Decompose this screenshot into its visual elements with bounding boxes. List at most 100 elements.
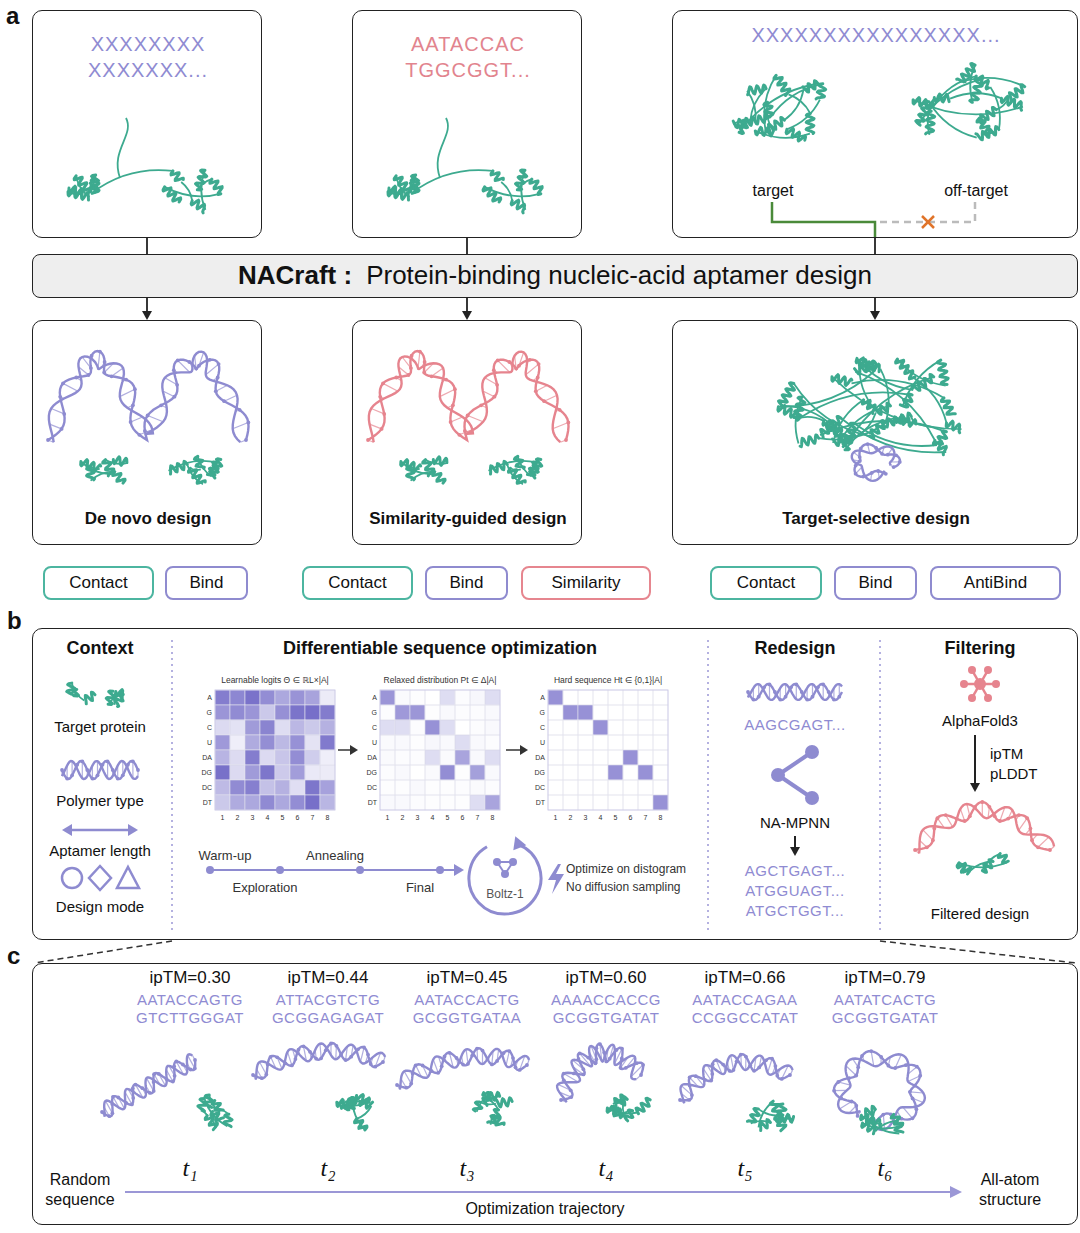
- protein-helix: [636, 1098, 650, 1113]
- backbone-strand: [919, 804, 1054, 854]
- heatmap-cell: [578, 720, 593, 735]
- heatmap-cell: [638, 750, 653, 765]
- heatmap-cell: [578, 750, 593, 765]
- axis-label: 3: [416, 813, 420, 822]
- heatmap-frame: [548, 690, 668, 810]
- lightning-icon: [548, 864, 564, 894]
- loss-pill: Contact: [710, 566, 822, 600]
- axis-label: 5: [281, 813, 285, 822]
- protein-loop: [764, 75, 776, 130]
- heatmap-cell: [380, 795, 395, 810]
- backbone-strand: [49, 352, 240, 443]
- protein-helix: [171, 171, 183, 181]
- protein-helix: [163, 187, 181, 202]
- heatmap-cell: [410, 720, 425, 735]
- heatmap-cell: [320, 765, 335, 780]
- backbone-strand: [104, 1054, 192, 1116]
- base-pair: [63, 383, 78, 391]
- node-text: Contact: [737, 573, 796, 593]
- reject-mark: [922, 216, 934, 228]
- axis-label: DG: [535, 768, 546, 777]
- heatmap-cell: [470, 780, 485, 795]
- protein-helix: [527, 462, 538, 476]
- heatmap-cell: [275, 750, 290, 765]
- heatmap-cell: [638, 735, 653, 750]
- axis-label: 7: [476, 813, 480, 822]
- protein-helix: [816, 84, 826, 99]
- heatmap-cell: [260, 780, 275, 795]
- text-label: Context: [67, 638, 134, 660]
- protein-loop: [353, 1099, 356, 1109]
- backbone-strand: [62, 761, 138, 779]
- base-pair: [731, 1056, 734, 1070]
- length-arrow: [70, 829, 130, 832]
- text-label: t₆: [877, 1154, 892, 1183]
- text-label: AATACCAGAA CCGGCCATAT: [692, 991, 799, 1027]
- protein-helix: [870, 421, 886, 438]
- text-label: t₅: [737, 1154, 752, 1183]
- text-label: Relaxed distribution Pt ∈ Δ|A|: [384, 675, 497, 685]
- protein-loop: [510, 468, 521, 470]
- protein-helix: [207, 462, 218, 476]
- protein-loop: [106, 460, 128, 464]
- heatmap-cell: [260, 750, 275, 765]
- heatmap-cell: [260, 735, 275, 750]
- backbone-strand: [102, 1060, 195, 1116]
- heatmap-cell: [638, 765, 653, 780]
- heatmap-cell: [470, 750, 485, 765]
- mode-triangle: [117, 867, 139, 888]
- text-label: t₂: [320, 1154, 335, 1183]
- heatmap-cell: [563, 735, 578, 750]
- heatmap-cell: [245, 690, 260, 705]
- text-label: Learnable logits Θ ∈ ℝL×|A|: [221, 675, 329, 685]
- heatmap-cell: [380, 765, 395, 780]
- heatmap-cell: [260, 795, 275, 810]
- text-label: AAGCGAGT...: [744, 716, 845, 734]
- base-pair: [536, 385, 548, 391]
- backbone-strand: [748, 684, 842, 700]
- node-text: NACraft :: [238, 260, 352, 291]
- flow-arrow: [794, 836, 796, 848]
- loss-pill: Bind: [834, 566, 917, 600]
- base-pair: [903, 1107, 913, 1118]
- heatmap-cell: [245, 780, 260, 795]
- alphafold-icon: [960, 680, 968, 688]
- heatmap-cell: [395, 720, 410, 735]
- heatmap-cell: [410, 780, 425, 795]
- protein-loop: [352, 1098, 365, 1131]
- protein-loop: [759, 1101, 774, 1127]
- base-pair: [404, 1071, 411, 1083]
- axis-label: C: [207, 723, 212, 732]
- base-pair: [216, 385, 228, 391]
- axis-label: 7: [311, 813, 315, 822]
- text-label: AATACCAGTG GTCTTGGGAT: [136, 991, 244, 1027]
- heatmap-cell: [548, 780, 563, 795]
- base-pair: [769, 684, 770, 699]
- heatmap-frame: [380, 690, 500, 810]
- axis-label: C: [540, 723, 545, 732]
- output-box: Similarity-guided design: [352, 320, 582, 545]
- heatmap-cell: [425, 690, 440, 705]
- text-label: ipTM=0.79: [845, 968, 926, 988]
- heatmap-cell: [623, 750, 638, 765]
- heatmap-cell: [638, 780, 653, 795]
- axis-label: G: [372, 708, 377, 717]
- heatmap-cell: [395, 765, 410, 780]
- protein-helix: [747, 1108, 759, 1122]
- loss-pill: Bind: [165, 566, 248, 600]
- flow-arrow: [974, 735, 976, 784]
- model-icon: [493, 858, 501, 866]
- heatmap-cell: [305, 705, 320, 720]
- heatmap-cell: [230, 690, 245, 705]
- base-pair: [188, 1055, 195, 1068]
- heatmap-cell: [440, 750, 455, 765]
- loop-arrow: [469, 844, 541, 914]
- text-label: Warm-up: [199, 848, 252, 864]
- heatmap-cell: [425, 720, 440, 735]
- heatmap-cell: [578, 780, 593, 795]
- backbone-strand: [557, 1045, 636, 1102]
- protein-loop: [982, 854, 1000, 871]
- heatmap-cell: [305, 795, 320, 810]
- arrowhead: [970, 783, 980, 792]
